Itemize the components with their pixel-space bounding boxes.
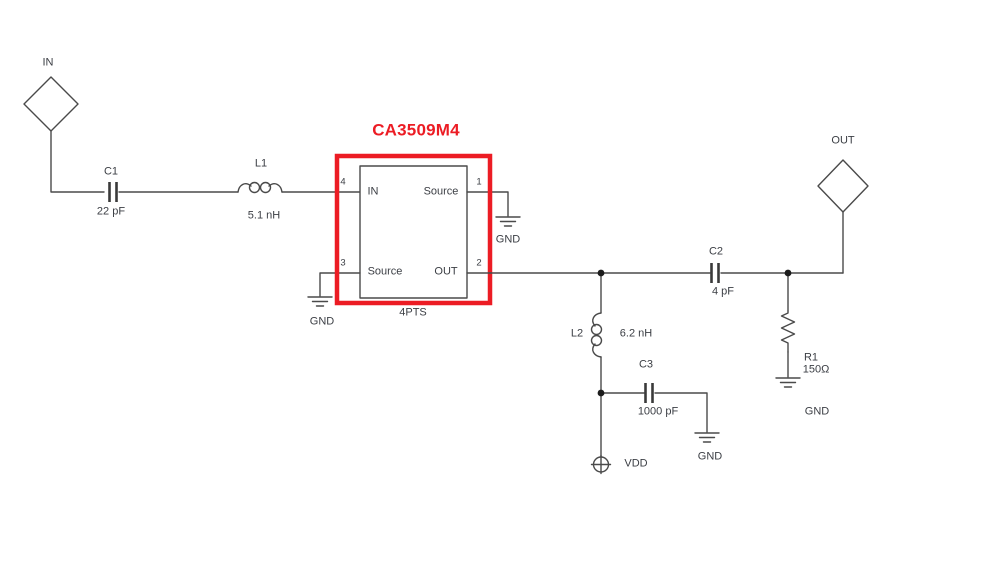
- wire-c3-to-gnd: [654, 392, 708, 433]
- pin-number-4: 4: [340, 176, 346, 188]
- l2-ref-label: L2: [570, 327, 584, 340]
- c1-value-label: 22 pF: [96, 205, 126, 218]
- in-port-label: IN: [42, 56, 54, 69]
- gnd-label-pin3: GND: [309, 315, 335, 328]
- out-port-symbol: [817, 159, 869, 213]
- c3-capacitor-symbol: [644, 383, 654, 403]
- c1-ref-label: C1: [103, 165, 119, 178]
- chip-highlight-box: [334, 153, 493, 306]
- gnd-label-c3: GND: [697, 450, 723, 463]
- wire-in-to-c1: [50, 130, 105, 193]
- l1-value-label: 5.1 nH: [247, 209, 281, 222]
- pin-number-2: 2: [476, 257, 482, 269]
- gnd-symbol-c3: [694, 432, 720, 443]
- junction-dot: [597, 389, 605, 397]
- l2-inductor-symbol: [590, 312, 603, 358]
- wire-pin3-to-gnd: [319, 272, 361, 297]
- gnd-label-pin1: GND: [495, 233, 521, 246]
- r1-value-label: 150Ω: [802, 363, 830, 376]
- l1-inductor-symbol: [237, 181, 283, 194]
- gnd-symbol-pin3: [307, 296, 333, 307]
- wire-pin1-to-gnd: [466, 191, 509, 217]
- junction-dot: [597, 269, 605, 277]
- r1-ref-label: R1: [803, 351, 819, 364]
- c3-value-label: 1000 pF: [637, 405, 679, 418]
- c1-capacitor-symbol: [108, 182, 118, 202]
- r1-resistor-symbol: [780, 310, 796, 353]
- gnd-symbol-r1: [775, 377, 801, 388]
- chip-pin-name-source-top: Source: [423, 185, 459, 198]
- chip-part-number: CA3509M4: [372, 120, 460, 140]
- chip-pin-name-out: OUT: [434, 265, 458, 278]
- c2-value-label: 4 pF: [711, 285, 735, 298]
- c2-capacitor-symbol: [710, 263, 720, 283]
- chip-body: [359, 165, 468, 299]
- l1-ref-label: L1: [254, 157, 268, 170]
- gnd-label-r1: GND: [804, 405, 830, 418]
- c3-ref-label: C3: [638, 358, 654, 371]
- junction-dot: [784, 269, 792, 277]
- pin-number-1: 1: [476, 176, 482, 188]
- in-port-symbol: [23, 76, 79, 132]
- gnd-symbol-pin1: [495, 216, 521, 227]
- l2-value-label: 6.2 nH: [619, 327, 653, 340]
- vdd-label: VDD: [624, 457, 648, 470]
- chip-pin-name-source-bottom: Source: [367, 265, 403, 278]
- c2-ref-label: C2: [708, 245, 724, 258]
- chip-pin-name-in: IN: [367, 185, 379, 198]
- vdd-symbol: [590, 454, 612, 475]
- pin-number-3: 3: [340, 257, 346, 269]
- out-port-label: OUT: [831, 134, 855, 147]
- chip-package-label: 4PTS: [399, 306, 427, 319]
